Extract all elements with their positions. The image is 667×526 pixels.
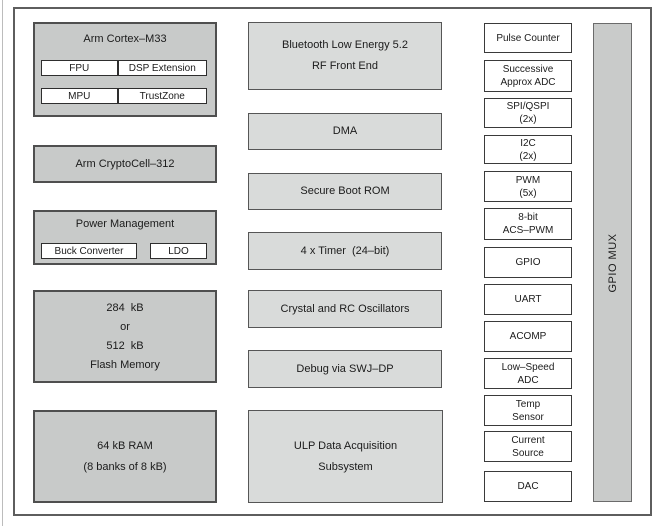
cryptocell-block: Arm CryptoCell–312 [33, 145, 217, 183]
gpio-mux-bar: GPIO MUX [593, 23, 632, 502]
oscillators-block: Crystal and RC Oscillators [248, 290, 442, 328]
timer-block: 4 x Timer (24–bit) [248, 232, 442, 270]
flash-line-1: 284 kB [106, 301, 144, 314]
cryptocell-label: Arm CryptoCell–312 [75, 157, 175, 170]
temp-sensor-line-1: Temp [515, 398, 541, 410]
ram-line-1: 64 kB RAM [97, 439, 153, 452]
secure-boot-rom-label: Secure Boot ROM [300, 185, 390, 197]
acomp-label: ACOMP [509, 331, 547, 342]
peripheral-gpio: GPIO [484, 247, 572, 278]
ldo-box: LDO [150, 243, 207, 259]
peripheral-acomp: ACOMP [484, 321, 572, 352]
peripheral-spi-qspi: SPI/QSPI (2x) [484, 98, 572, 128]
acs-pwm-line-2: ACS–PWM [502, 225, 554, 236]
peripheral-uart: UART [484, 284, 572, 315]
dsp-extension-box: DSP Extension [117, 60, 207, 76]
flash-memory-block: 284 kB or 512 kB Flash Memory [33, 290, 217, 383]
buck-converter-box: Buck Converter [41, 243, 137, 259]
sar-adc-line-1: Successive [502, 64, 554, 75]
peripheral-pulse-counter: Pulse Counter [484, 23, 572, 53]
ulp-line-1: ULP Data Acquisition [293, 439, 398, 452]
power-management-block: Power Management Buck Converter LDO [33, 210, 217, 265]
peripheral-i2c: I2C (2x) [484, 135, 572, 164]
trustzone-box: TrustZone [117, 88, 207, 104]
peripheral-current-source: Current Source [484, 431, 572, 462]
spi-qspi-line-1: SPI/QSPI [506, 101, 550, 112]
dma-label: DMA [332, 125, 358, 137]
peripheral-low-speed-adc: Low–Speed ADC [484, 358, 572, 389]
peripheral-acs-pwm: 8-bit ACS–PWM [484, 208, 572, 240]
flash-line-4: Flash Memory [90, 358, 160, 371]
cortex-subrow-2: MPU TrustZone [35, 88, 215, 104]
page-edge-line [2, 0, 3, 526]
ls-adc-line-1: Low–Speed [501, 361, 555, 373]
ble-line-1: Bluetooth Low Energy 5.2 [282, 39, 408, 51]
power-management-title: Power Management [75, 218, 175, 230]
peripheral-dac: DAC [484, 471, 572, 502]
power-subrow: Buck Converter LDO [35, 243, 215, 259]
debug-swj-dp-block: Debug via SWJ–DP [248, 350, 442, 388]
ble-rf-block: Bluetooth Low Energy 5.2 RF Front End [248, 22, 442, 90]
temp-sensor-line-2: Sensor [512, 411, 544, 423]
gpio-mux-label: GPIO MUX [606, 232, 619, 293]
cortex-subrow-1: FPU DSP Extension [35, 60, 215, 76]
pulse-counter-label: Pulse Counter [496, 32, 560, 44]
pwm-line-2: (5x) [519, 187, 537, 199]
acs-pwm-line-1: 8-bit [518, 212, 538, 223]
current-source-line-2: Source [512, 447, 544, 459]
peripheral-temp-sensor: Temp Sensor [484, 395, 572, 426]
fpu-box: FPU [41, 60, 118, 76]
secure-boot-rom-block: Secure Boot ROM [248, 173, 442, 210]
ulp-subsystem-block: ULP Data Acquisition Subsystem [248, 410, 443, 503]
spi-qspi-line-2: (2x) [519, 114, 537, 125]
ram-block: 64 kB RAM (8 banks of 8 kB) [33, 410, 217, 503]
gpio-label: GPIO [515, 257, 541, 268]
ls-adc-line-2: ADC [517, 374, 539, 386]
flash-line-2: or [120, 320, 130, 333]
ulp-line-2: Subsystem [318, 460, 373, 473]
diagram-frame [13, 7, 652, 516]
uart-label: UART [514, 294, 542, 305]
dma-block: DMA [248, 113, 442, 150]
peripheral-pwm: PWM (5x) [484, 171, 572, 202]
sar-adc-line-2: Approx ADC [500, 77, 556, 88]
debug-swj-dp-label: Debug via SWJ–DP [296, 362, 394, 375]
i2c-line-1: I2C [520, 137, 536, 149]
cortex-m33-title: Arm Cortex–M33 [83, 33, 167, 45]
timer-label: 4 x Timer (24–bit) [300, 244, 390, 257]
mpu-box: MPU [41, 88, 118, 104]
peripheral-successive-approx-adc: Successive Approx ADC [484, 60, 572, 92]
oscillators-label: Crystal and RC Oscillators [280, 302, 410, 315]
dac-label: DAC [517, 481, 539, 492]
i2c-line-2: (2x) [519, 150, 537, 162]
cortex-m33-block: Arm Cortex–M33 FPU DSP Extension MPU Tru… [33, 22, 217, 117]
pwm-line-1: PWM [515, 174, 541, 186]
current-source-line-1: Current [511, 434, 545, 446]
ble-line-2: RF Front End [311, 60, 379, 72]
ram-line-2: (8 banks of 8 kB) [83, 460, 167, 473]
flash-line-3: 512 kB [106, 339, 144, 352]
